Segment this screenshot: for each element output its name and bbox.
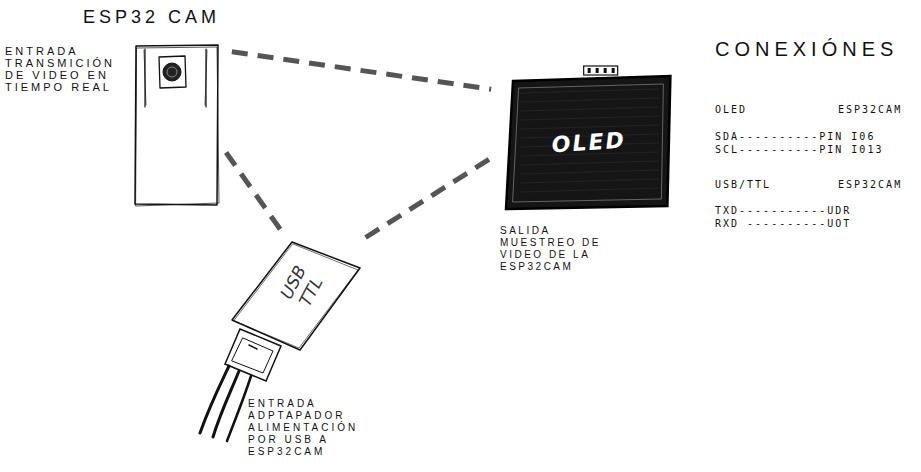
sketch-stroke [521, 161, 658, 165]
table-header: ESP32CAM [838, 104, 902, 115]
sketch-stroke [521, 188, 658, 192]
pin-mapping: RXD ----------UOT [715, 218, 851, 229]
board-title: ESP32 CAM [83, 7, 220, 28]
camera-lens-ring [167, 67, 177, 77]
sketch-stroke [205, 50, 207, 105]
dashed-connector [366, 157, 494, 238]
power-input-note: ENTRADA ADPTAPADOR ALIMENTACIÓN POR USB … [248, 398, 373, 458]
sketch-stroke [521, 116, 658, 120]
header-pin [612, 68, 615, 73]
sketch-stroke [205, 49, 206, 107]
output-note: SALIDA MUESTREO DE VIDEO DE LA ESP32CAM [500, 225, 608, 273]
sketch-stroke [232, 338, 273, 373]
sketch-stroke [249, 345, 257, 349]
sketch-stroke [135, 45, 218, 205]
table-header: USB/TTL [715, 179, 771, 190]
dashed-connector [226, 152, 283, 233]
sketch-stroke [521, 107, 658, 111]
pin-mapping: SCL----------PIN I013 [715, 144, 883, 155]
dashed-connector [232, 52, 491, 89]
sketch-stroke [521, 89, 658, 93]
sketch-stroke [213, 371, 239, 437]
sketch-stroke [159, 56, 186, 88]
header-pin [588, 68, 591, 73]
sketch-stroke [227, 376, 251, 441]
esp32cam-board-outline [135, 45, 218, 205]
pin-mapping: TXD-----------UDR [715, 205, 851, 216]
section-title: CONEXIÓNES [715, 38, 898, 61]
oled-screen-label: OLED [500, 69, 676, 215]
usb-plug [225, 329, 281, 381]
table-header: OLED [715, 104, 747, 115]
table-header: ESP32CAM [838, 179, 902, 190]
pin-header [584, 66, 618, 75]
input-note: ENTRADA TRANSMICIÓN DE VIDEO EN TIEMPO R… [5, 45, 131, 93]
esp32cam-board: ESP32 CAMENTRADA TRANSMICIÓN DE VIDEO EN… [135, 45, 218, 205]
camera-lens [163, 63, 181, 81]
header-pin [596, 68, 599, 73]
pin-mapping: SDA----------PIN I06 [715, 131, 875, 142]
sketch-stroke [521, 170, 658, 174]
sketch-stroke [144, 49, 145, 107]
sketch-stroke [136, 47, 219, 206]
sketch-stroke [521, 179, 658, 183]
sketch-stroke [144, 50, 146, 105]
header-pin [604, 68, 607, 73]
usb-ttl-adapter: USB TTLENTRADA ADPTAPADOR ALIMENTACIÓN P… [235, 245, 360, 355]
sketch-stroke [234, 244, 358, 348]
oled-display: OLEDSALIDA MUESTREO DE VIDEO DE LA ESP32… [505, 75, 672, 210]
sketch-stroke [521, 98, 658, 102]
sketch-stroke [200, 366, 229, 433]
